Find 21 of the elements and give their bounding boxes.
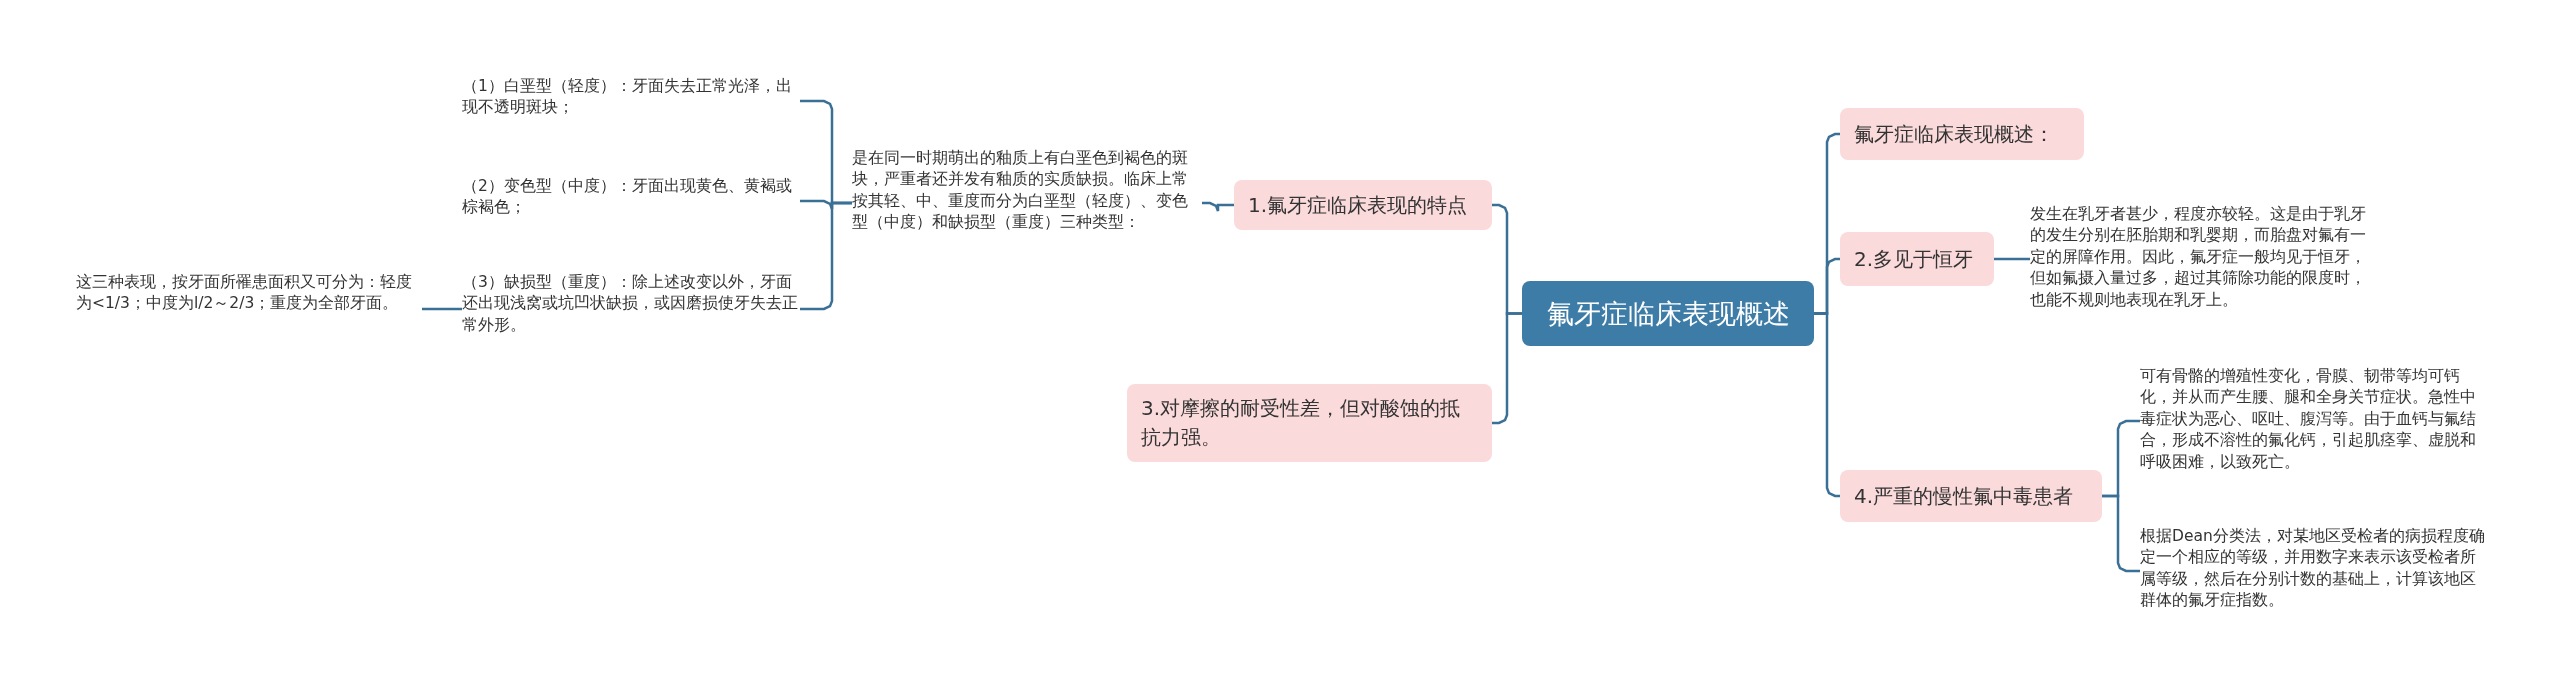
note-text: 根据Dean分类法，对某地区受检者的病损程度确定一个相应的等级，并用数字来表示该受检者所属等级，然后在分别计数的基础上，计算该地区群体的氟牙症指数。 (2140, 526, 2490, 616)
connector-line (800, 201, 852, 311)
note-text: （3）缺损型（重度）：除上述改变以外，牙面还出现浅窝或坑凹状缺损，或因磨损使牙失去正常外形。 (462, 272, 800, 346)
note-text: （2）变色型（中度）：牙面出现黄色、黄褐或棕褐色； (462, 176, 800, 226)
topic-box: 氟牙症临床表现概述： (1840, 108, 2084, 160)
note-text: 发生在乳牙者甚少，程度亦较轻。这是由于乳牙的发生分别在胚胎期和乳婴期，而胎盘对氟有一定的屏障作用。因此，氟牙症一般均见于恒牙，但如氟摄入量过多，超过其筛除功能的限度时，也能不规则地表现在乳牙上。 (2030, 204, 2380, 314)
connector-line (1994, 257, 2030, 261)
note-text: 是在同一时期萌出的釉质上有白垩色到褐色的斑块，严重者还并发有釉质的实质缺损。临床上常按其轻、中、重度而分为白垩型（轻度）、变色型（中度）和缺损型（重度）三种类型： (852, 148, 1202, 258)
topic-box: 1.氟牙症临床表现的特点 (1234, 180, 1492, 230)
note-text: 可有骨骼的增殖性变化，骨膜、韧带等均可钙化，并从而产生腰、腿和全身关节症状。急性中毒症状为恶心、呕吐、腹泻等。由于血钙与氟结合，形成不溶性的氟化钙，引起肌痉挛、虚脱和呼吸困难，以致死亡。 (2140, 366, 2490, 476)
topic-box: 4.严重的慢性氟中毒患者 (1840, 470, 2102, 522)
connector-line (1202, 201, 1234, 213)
topic-box: 3.对摩擦的耐受性差，但对酸蚀的抵抗力强。 (1127, 384, 1492, 462)
connector-line (422, 307, 462, 311)
note-text: （1）白垩型（轻度）：牙面失去正常光泽，出现不透明斑块； (462, 76, 800, 126)
connector-line (1492, 312, 1522, 425)
topic-box: 2.多见于恒牙 (1840, 232, 1994, 286)
central-topic-box: 氟牙症临床表现概述 (1522, 281, 1814, 346)
connector-line (2102, 494, 2140, 573)
note-text: 这三种表现，按牙面所罹患面积又可分为：轻度为<1/3；中度为l/2～2/3；重度为全部牙面。 (76, 272, 422, 346)
connector-line (1814, 312, 1840, 498)
